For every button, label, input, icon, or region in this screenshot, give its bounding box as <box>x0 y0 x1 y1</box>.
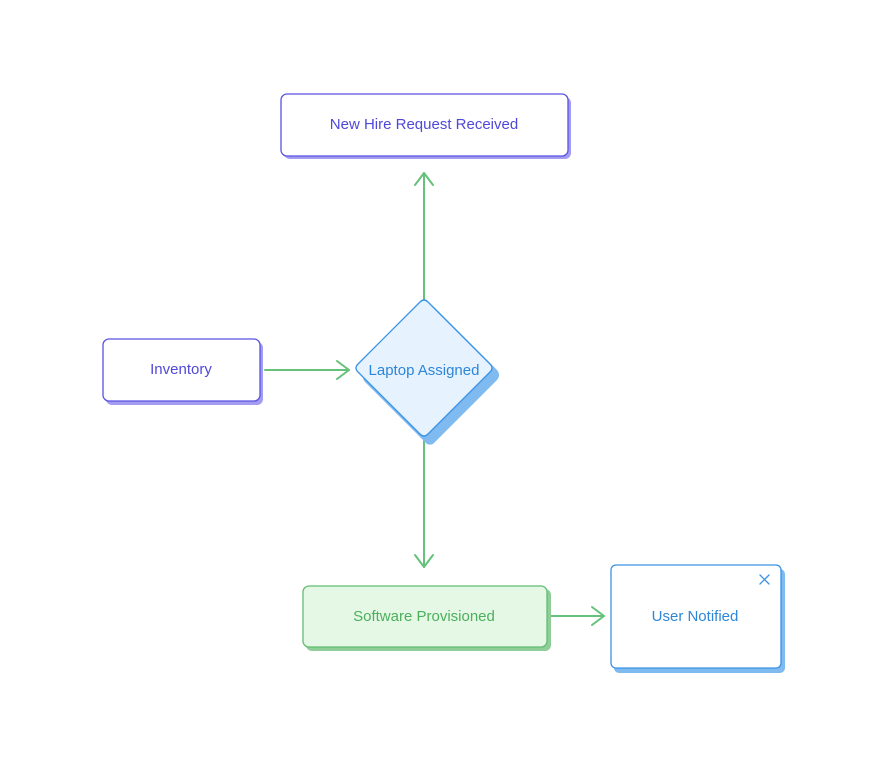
node-laptop-assigned[interactable]: Laptop Assigned <box>355 299 499 445</box>
edge-inventory-to-laptop <box>264 360 350 380</box>
node-new-hire-request[interactable]: New Hire Request Received <box>280 93 571 159</box>
node-user-notified[interactable]: User Notified <box>610 564 785 673</box>
edges <box>264 172 605 626</box>
node-software-provisioned[interactable]: Software Provisioned <box>302 585 551 651</box>
node-user-notified-label: User Notified <box>652 608 739 625</box>
edge-software-to-user-notified <box>548 606 605 626</box>
edge-laptop-to-software <box>414 440 434 568</box>
node-inventory-label: Inventory <box>150 361 212 378</box>
node-laptop-label: Laptop Assigned <box>369 362 480 379</box>
edge-laptop-to-new-hire <box>414 172 434 301</box>
node-inventory[interactable]: Inventory <box>102 338 263 405</box>
node-new-hire-label: New Hire Request Received <box>330 116 518 133</box>
close-icon[interactable] <box>755 570 775 590</box>
node-software-label: Software Provisioned <box>353 608 495 625</box>
